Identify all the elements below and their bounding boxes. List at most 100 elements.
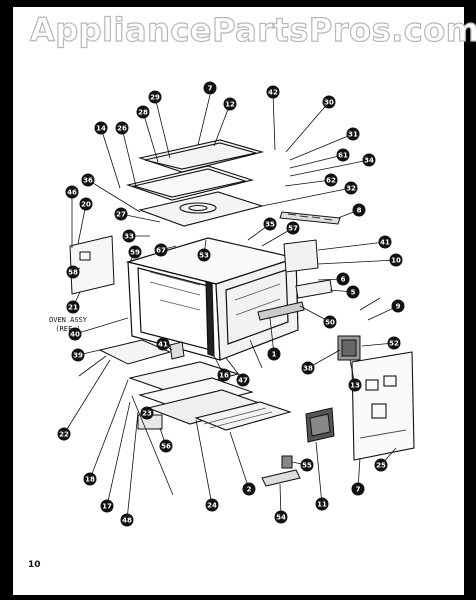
callout-5: 14: [94, 121, 108, 135]
callout-44: 18: [83, 472, 97, 486]
callout-balloon: [374, 458, 388, 472]
callout-label: 52: [389, 340, 399, 348]
callout-balloon: [286, 221, 300, 235]
callout-label: 30: [324, 99, 334, 107]
callout-label: 13: [350, 382, 360, 390]
callout-label: 28: [138, 109, 148, 117]
callout-label: 25: [376, 462, 386, 470]
callout-label: 58: [68, 269, 78, 277]
callout-18: 33: [122, 229, 136, 243]
mounting-rail-8: [279, 211, 341, 225]
callout-balloon: [266, 85, 280, 99]
callout-balloon: [148, 90, 162, 104]
callout-29: 5: [346, 285, 360, 299]
callout-label: 41: [380, 239, 390, 247]
callout-label: 31: [348, 131, 358, 139]
back-panel-25: [351, 351, 415, 461]
callout-balloon: [81, 173, 95, 187]
callout-49: 55: [300, 458, 314, 472]
callout-balloon: [66, 265, 80, 279]
callout-label: 16: [219, 372, 229, 380]
callout-19: 67: [154, 243, 168, 257]
callout-30: 40: [68, 327, 82, 341]
callout-balloon: [197, 248, 211, 262]
callout-balloon: [159, 439, 173, 453]
callout-balloon: [322, 95, 336, 109]
callout-16: 20: [79, 197, 93, 211]
callout-50: 11: [315, 497, 329, 511]
callout-balloon: [203, 81, 217, 95]
callout-balloon: [115, 121, 129, 135]
callout-balloon: [362, 153, 376, 167]
callout-balloon: [83, 472, 97, 486]
callout-balloon: [336, 272, 350, 286]
callout-39: 52: [387, 336, 401, 350]
callout-label: 2: [247, 486, 252, 494]
callout-label: 54: [276, 514, 286, 522]
callout-8: 31: [346, 127, 360, 141]
control-bracket-6: [257, 239, 333, 321]
callout-2: 29: [148, 90, 162, 104]
callout-32: 9: [391, 299, 405, 313]
callout-label: 11: [317, 501, 327, 509]
callout-balloon: [120, 513, 134, 527]
callout-balloon: [205, 498, 219, 512]
callout-46: 48: [120, 513, 134, 527]
callout-balloon: [136, 105, 150, 119]
callout-label: 39: [73, 352, 83, 360]
callout-47: 24: [205, 498, 219, 512]
callout-label: 56: [161, 443, 171, 451]
callout-balloon: [66, 300, 80, 314]
callout-balloon: [274, 510, 288, 524]
callout-balloon: [346, 285, 360, 299]
callout-label: 27: [116, 211, 126, 219]
callout-label: 7: [356, 486, 361, 494]
callout-0: 7: [203, 81, 217, 95]
callout-balloon: [301, 361, 315, 375]
callout-label: 53: [199, 252, 209, 260]
callout-balloon: [323, 315, 337, 329]
callout-7: 30: [322, 95, 336, 109]
callout-40: 13: [348, 378, 362, 392]
callout-3: 28: [136, 105, 150, 119]
callout-label: 57: [288, 225, 298, 233]
callout-24: 58: [66, 265, 80, 279]
callout-balloon: [378, 235, 392, 249]
callout-balloon: [324, 173, 338, 187]
callout-28: 6: [336, 272, 350, 286]
callout-label: 35: [265, 221, 275, 229]
page-number: 10: [28, 560, 41, 570]
watermark: AppliancePartsPros.com: [29, 10, 476, 49]
callout-4: 26: [115, 121, 129, 135]
callout-label: 59: [130, 249, 140, 257]
callout-label: 33: [124, 233, 134, 241]
callout-label: 23: [142, 410, 152, 418]
callout-label: 55: [302, 462, 312, 470]
callout-1: 12: [223, 97, 237, 111]
left-panel-21: [69, 235, 115, 295]
callout-35: 16: [217, 368, 231, 382]
callout-label: 17: [102, 503, 112, 511]
callout-label: 67: [156, 247, 166, 255]
callout-balloon: [346, 127, 360, 141]
callout-10: 34: [362, 153, 376, 167]
leader-lines: [63, 91, 399, 521]
callout-balloon: [128, 245, 142, 259]
callout-20: 35: [263, 217, 277, 231]
callout-balloon: [154, 243, 168, 257]
callout-label: 61: [338, 152, 348, 160]
callout-label: 24: [207, 502, 217, 510]
callout-balloon: [315, 497, 329, 511]
callout-13: 8: [352, 203, 366, 217]
top-cover-plates: [126, 139, 265, 227]
callout-11: 62: [324, 173, 338, 187]
callout-label: 12: [225, 101, 235, 109]
callout-41: 22: [57, 427, 71, 441]
callout-balloon: [217, 368, 231, 382]
callout-53: 7: [351, 482, 365, 496]
callout-label: 47: [238, 377, 248, 385]
callout-balloon: [387, 336, 401, 350]
callout-balloon: [389, 253, 403, 267]
callout-balloon: [94, 121, 108, 135]
